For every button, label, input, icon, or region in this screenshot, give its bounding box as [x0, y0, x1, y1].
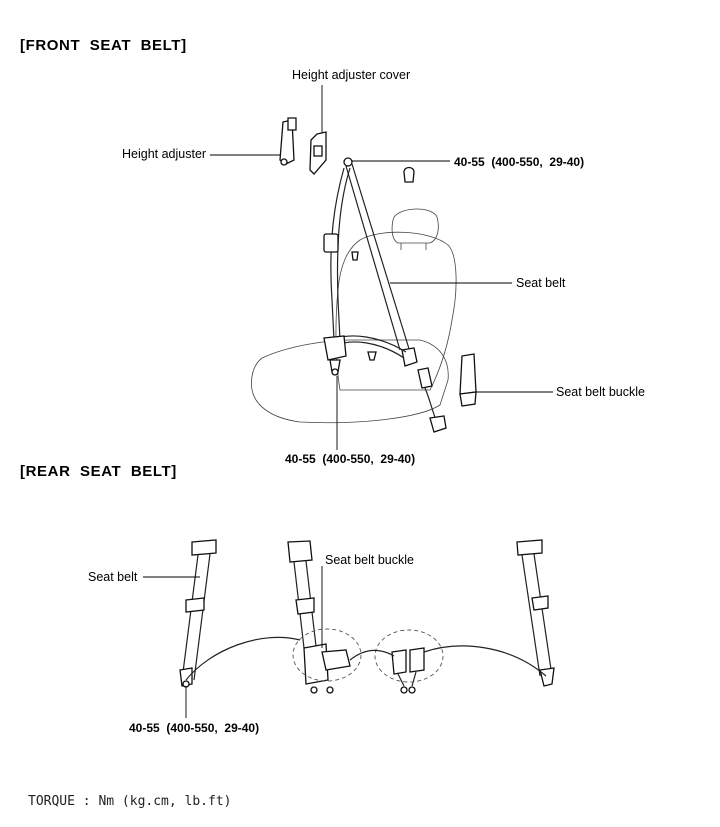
rear-center-seat-belt: [287, 540, 362, 694]
rear-left-seat-belt: [143, 539, 217, 688]
height-adjuster-label: Height adjuster: [122, 147, 207, 161]
rear-seat-belt-buckle-label: Seat belt buckle: [325, 553, 414, 567]
front-lower-torque-label: 40-55 (400-550, 29-40): [285, 452, 416, 466]
front-seat-belt-buckle-label: Seat belt buckle: [556, 385, 645, 399]
front-seat-belt-heading: [FRONT SEAT BELT]: [20, 37, 187, 54]
height-adjuster-cover-label: Height adjuster cover: [292, 68, 411, 82]
front-seat-belt-buckle-drawing: [417, 353, 553, 433]
front-upper-torque-label: 40-55 (400-550, 29-40): [454, 155, 585, 169]
rear-right-seat-belt: [516, 539, 555, 687]
front-seat-belt-label: Seat belt: [516, 276, 566, 290]
rear-torque-label: 40-55 (400-550, 29-40): [129, 721, 260, 735]
rear-seat-belt-label: Seat belt: [88, 570, 138, 584]
front-seat-belt: [323, 157, 418, 376]
torque-units-note: TORQUE : Nm (kg.cm, lb.ft): [28, 794, 232, 809]
height-adjuster-cover-drawing: [309, 85, 327, 175]
rear-seat-belt-heading: [REAR SEAT BELT]: [20, 463, 177, 480]
front-seat-drawing: [251, 208, 457, 424]
height-adjuster-drawing: [210, 117, 297, 166]
rear-buckle-pair: [374, 629, 444, 694]
